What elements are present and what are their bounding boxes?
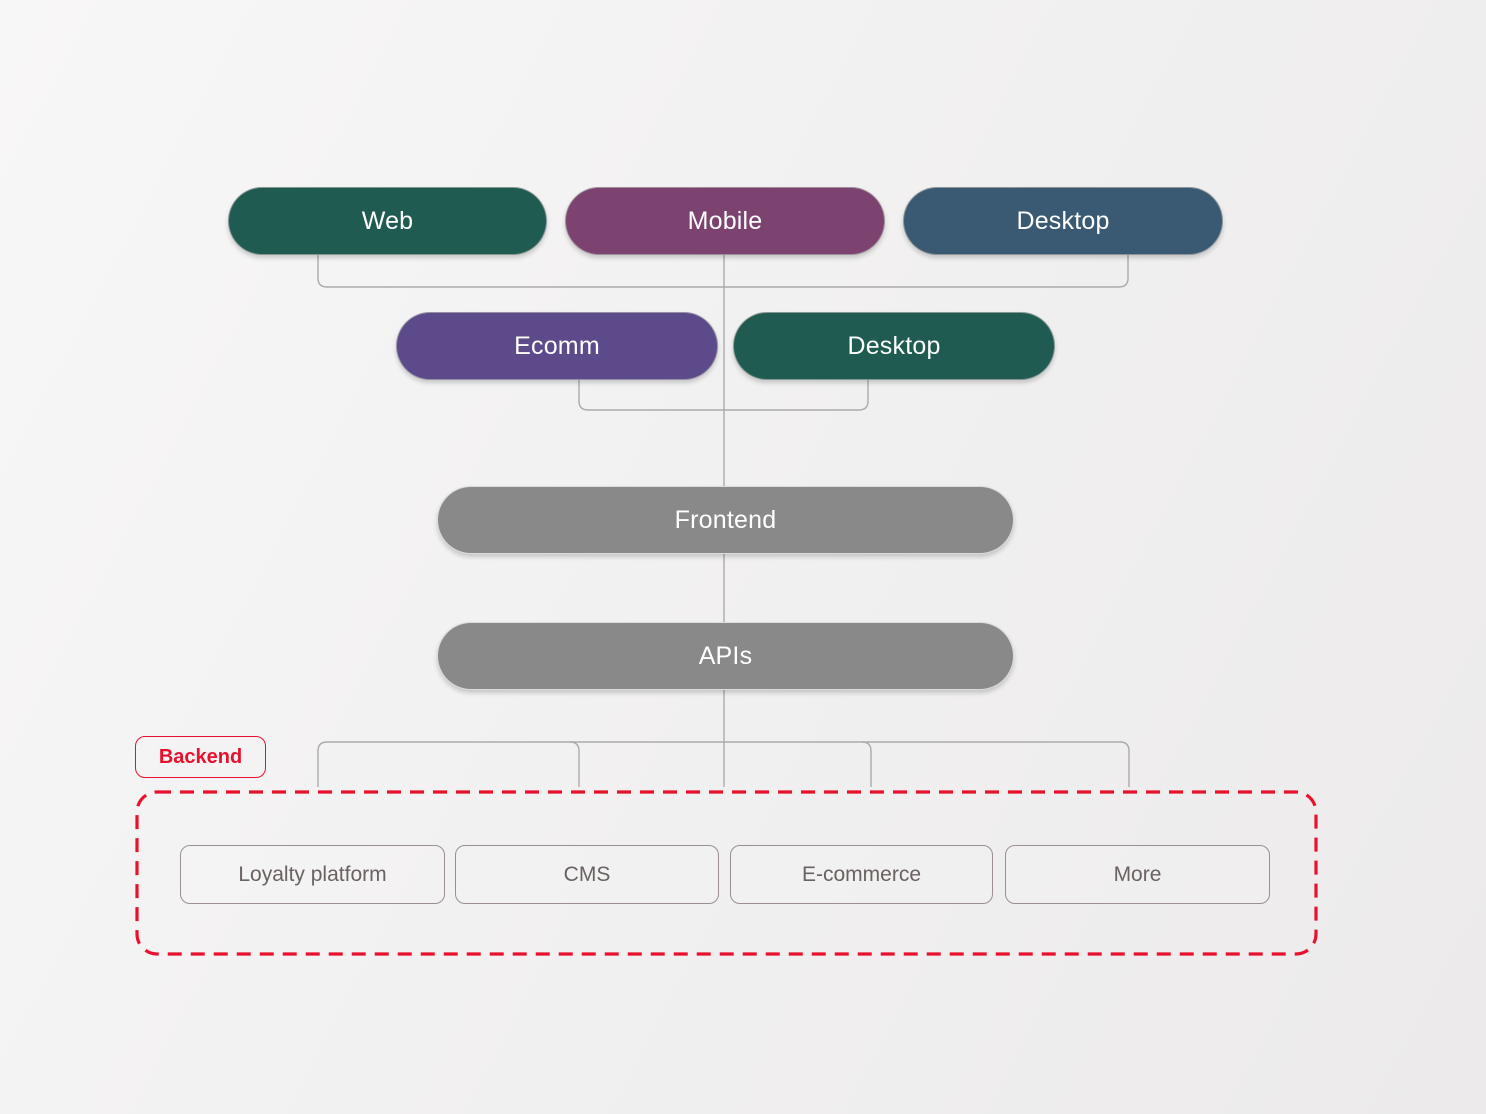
node-mobile: Mobile	[565, 187, 885, 255]
node-frontend: Frontend	[437, 486, 1014, 554]
node-apis: APIs	[437, 622, 1014, 690]
backend-system-more: More	[1005, 845, 1270, 904]
backend-system-label: CMS	[563, 862, 611, 886]
backend-system-ecommerce: E-commerce	[730, 845, 993, 904]
backend-system-label: Loyalty platform	[238, 862, 387, 886]
backend-badge-label: Backend	[158, 745, 243, 768]
backend-system-loyalty-platform: Loyalty platform	[180, 845, 445, 904]
connector-top-bracket	[317, 253, 1129, 288]
connector-mid-bracket	[578, 378, 869, 411]
node-web-label: Web	[361, 206, 414, 235]
connector-backend-drop-cms	[569, 741, 580, 787]
node-mobile-label: Mobile	[687, 206, 763, 235]
node-desktop-mid: Desktop	[733, 312, 1055, 380]
connector-backend-bracket	[317, 741, 1130, 787]
node-desktop-top-label: Desktop	[1016, 206, 1110, 235]
backend-system-cms: CMS	[455, 845, 719, 904]
node-frontend-label: Frontend	[674, 505, 777, 534]
backend-system-label: E-commerce	[801, 862, 922, 886]
backend-dashed-boundary	[135, 790, 1318, 956]
node-ecomm: Ecomm	[396, 312, 718, 380]
connector-backend-drop-ecommerce	[861, 741, 872, 787]
node-apis-label: APIs	[698, 641, 753, 670]
backend-system-label: More	[1113, 862, 1162, 886]
node-ecomm-label: Ecomm	[514, 331, 600, 360]
node-desktop-top: Desktop	[903, 187, 1223, 255]
node-web: Web	[228, 187, 547, 255]
backend-badge: Backend	[135, 736, 266, 778]
node-desktop-mid-label: Desktop	[847, 331, 941, 360]
